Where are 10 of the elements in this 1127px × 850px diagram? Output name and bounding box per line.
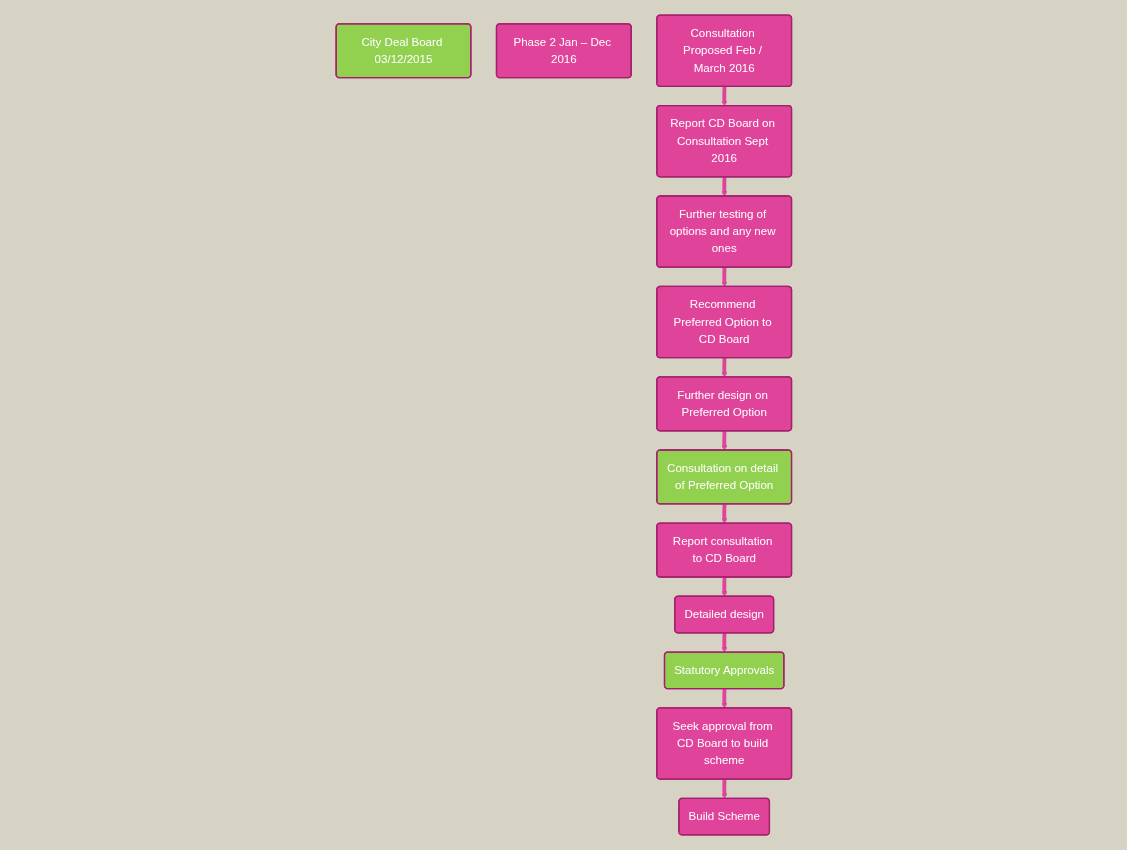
arrow [721,176,727,197]
arrow [721,267,727,287]
arrow [721,357,727,378]
arrow [721,632,727,653]
arrow [721,86,727,107]
arrow [721,430,727,451]
arrow [721,779,727,799]
arrow [721,688,727,709]
arrow [721,503,727,524]
arrow [721,576,727,597]
